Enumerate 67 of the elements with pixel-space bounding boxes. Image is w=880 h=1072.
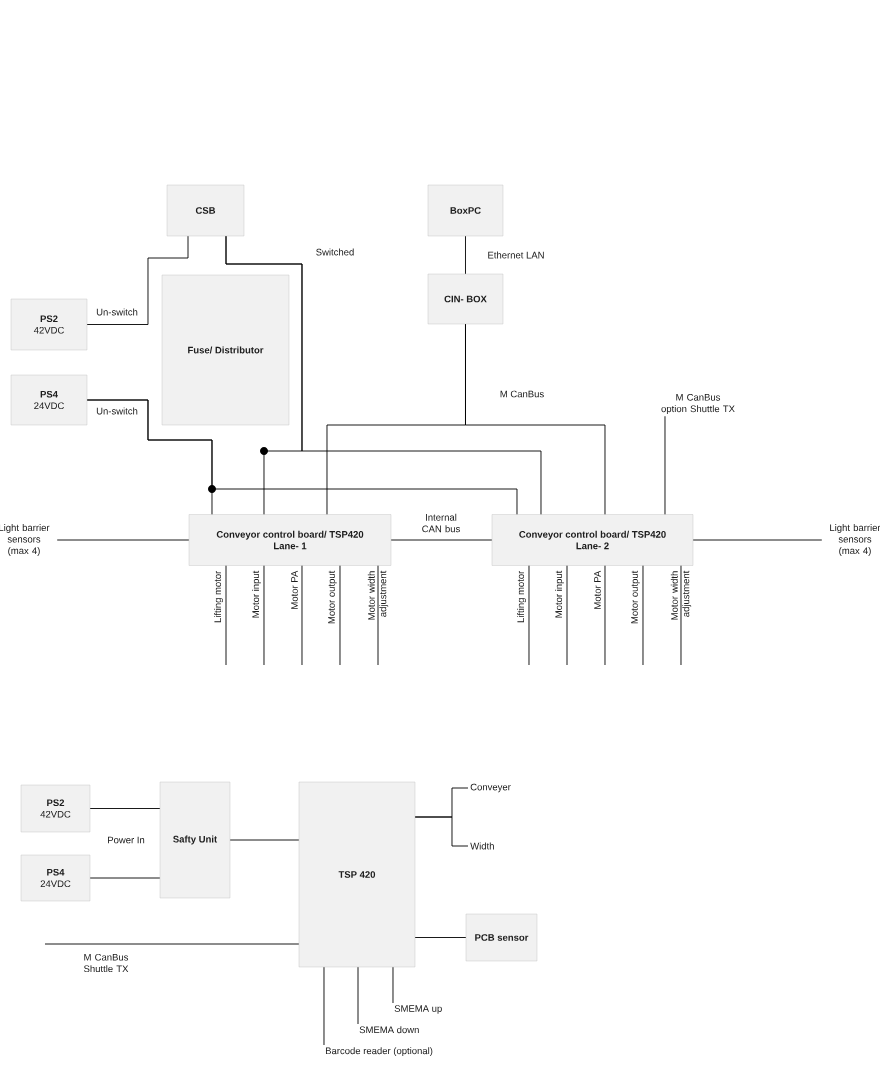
component-box: CIN- BOX xyxy=(427,273,504,325)
connection-line xyxy=(664,415,666,515)
terminal-label: SMEMA up xyxy=(394,1005,442,1014)
line-label: Motor PA xyxy=(291,570,298,609)
component-box: BoxPC xyxy=(427,184,504,237)
line-label: Switched xyxy=(316,248,354,256)
connection-line xyxy=(86,235,189,325)
line-label: Motor output xyxy=(328,570,337,624)
line-label: Un-switch xyxy=(96,308,138,316)
connection-line xyxy=(229,839,300,841)
connection-line xyxy=(263,565,265,666)
connection-line xyxy=(414,937,467,938)
terminal-label: M CanBus option Shuttle TX xyxy=(661,393,735,415)
connection-line xyxy=(414,816,469,847)
connection-line xyxy=(377,565,379,666)
line-label: Internal CAN bus xyxy=(422,513,460,533)
connection-line xyxy=(465,323,606,515)
connection-line xyxy=(642,565,644,666)
component-box: PCB sensor xyxy=(465,913,538,962)
connection-line xyxy=(680,565,682,666)
connection-line xyxy=(89,808,161,809)
terminal-label: Conveyer xyxy=(470,783,511,793)
line-label: Motor width adjustment xyxy=(670,570,692,620)
connection-line xyxy=(566,565,568,666)
line-label: Lifting motor xyxy=(517,570,526,623)
connection-line xyxy=(465,235,466,275)
component-box: Fuse/ Distributor xyxy=(161,274,290,426)
terminal-label: Light barrier sensors (max 4) xyxy=(0,524,50,556)
line-label: Motor input xyxy=(555,570,564,618)
line-label: M CanBus Shuttle TX xyxy=(84,953,129,973)
line-label: Motor PA xyxy=(594,570,601,609)
component-box: Conveyor control board/ TSP420 Lane- 2 xyxy=(491,514,694,566)
connection-line xyxy=(392,966,394,1004)
component-box: TSP 420 xyxy=(298,781,416,968)
connection-line xyxy=(301,565,303,666)
line-label: Lifting motor xyxy=(214,570,223,623)
connection-line xyxy=(89,877,161,879)
terminal-label: Width xyxy=(470,842,494,850)
connection-line xyxy=(692,539,823,541)
connection-line xyxy=(339,565,341,666)
connection-line xyxy=(225,565,227,666)
component-box: PS4 24VDC xyxy=(10,374,88,426)
connection-line xyxy=(44,943,300,945)
connection-line xyxy=(225,235,542,515)
connection-line xyxy=(86,399,518,515)
terminal-label: SMEMA down xyxy=(359,1026,419,1034)
component-box: PS4 24VDC xyxy=(20,854,91,902)
line-label: Un-switch xyxy=(96,407,138,415)
terminal-label: Light barrier sensors (max 4) xyxy=(830,524,880,556)
line-label: Motor input xyxy=(252,570,261,618)
line-label: M CanBus xyxy=(500,390,544,398)
connection-line xyxy=(323,966,325,1046)
line-label: Ethernet LAN xyxy=(488,251,544,259)
component-box: PS2 42VDC xyxy=(10,298,88,351)
component-box: Safty Unit xyxy=(159,781,231,899)
line-label: Motor width adjustment xyxy=(367,570,389,620)
component-box: CSB xyxy=(166,184,245,237)
connection-line xyxy=(357,966,359,1025)
connection-line xyxy=(390,539,493,541)
component-box: PS2 42VDC xyxy=(20,784,91,833)
terminal-label: Barcode reader (optional) xyxy=(326,1047,433,1057)
connection-line xyxy=(56,539,190,541)
connection-line xyxy=(604,565,606,666)
note-label: Power In xyxy=(108,836,145,844)
line-label: Motor output xyxy=(631,570,640,624)
connection-line xyxy=(528,565,530,666)
component-box: Conveyor control board/ TSP420 Lane- 1 xyxy=(188,514,392,566)
